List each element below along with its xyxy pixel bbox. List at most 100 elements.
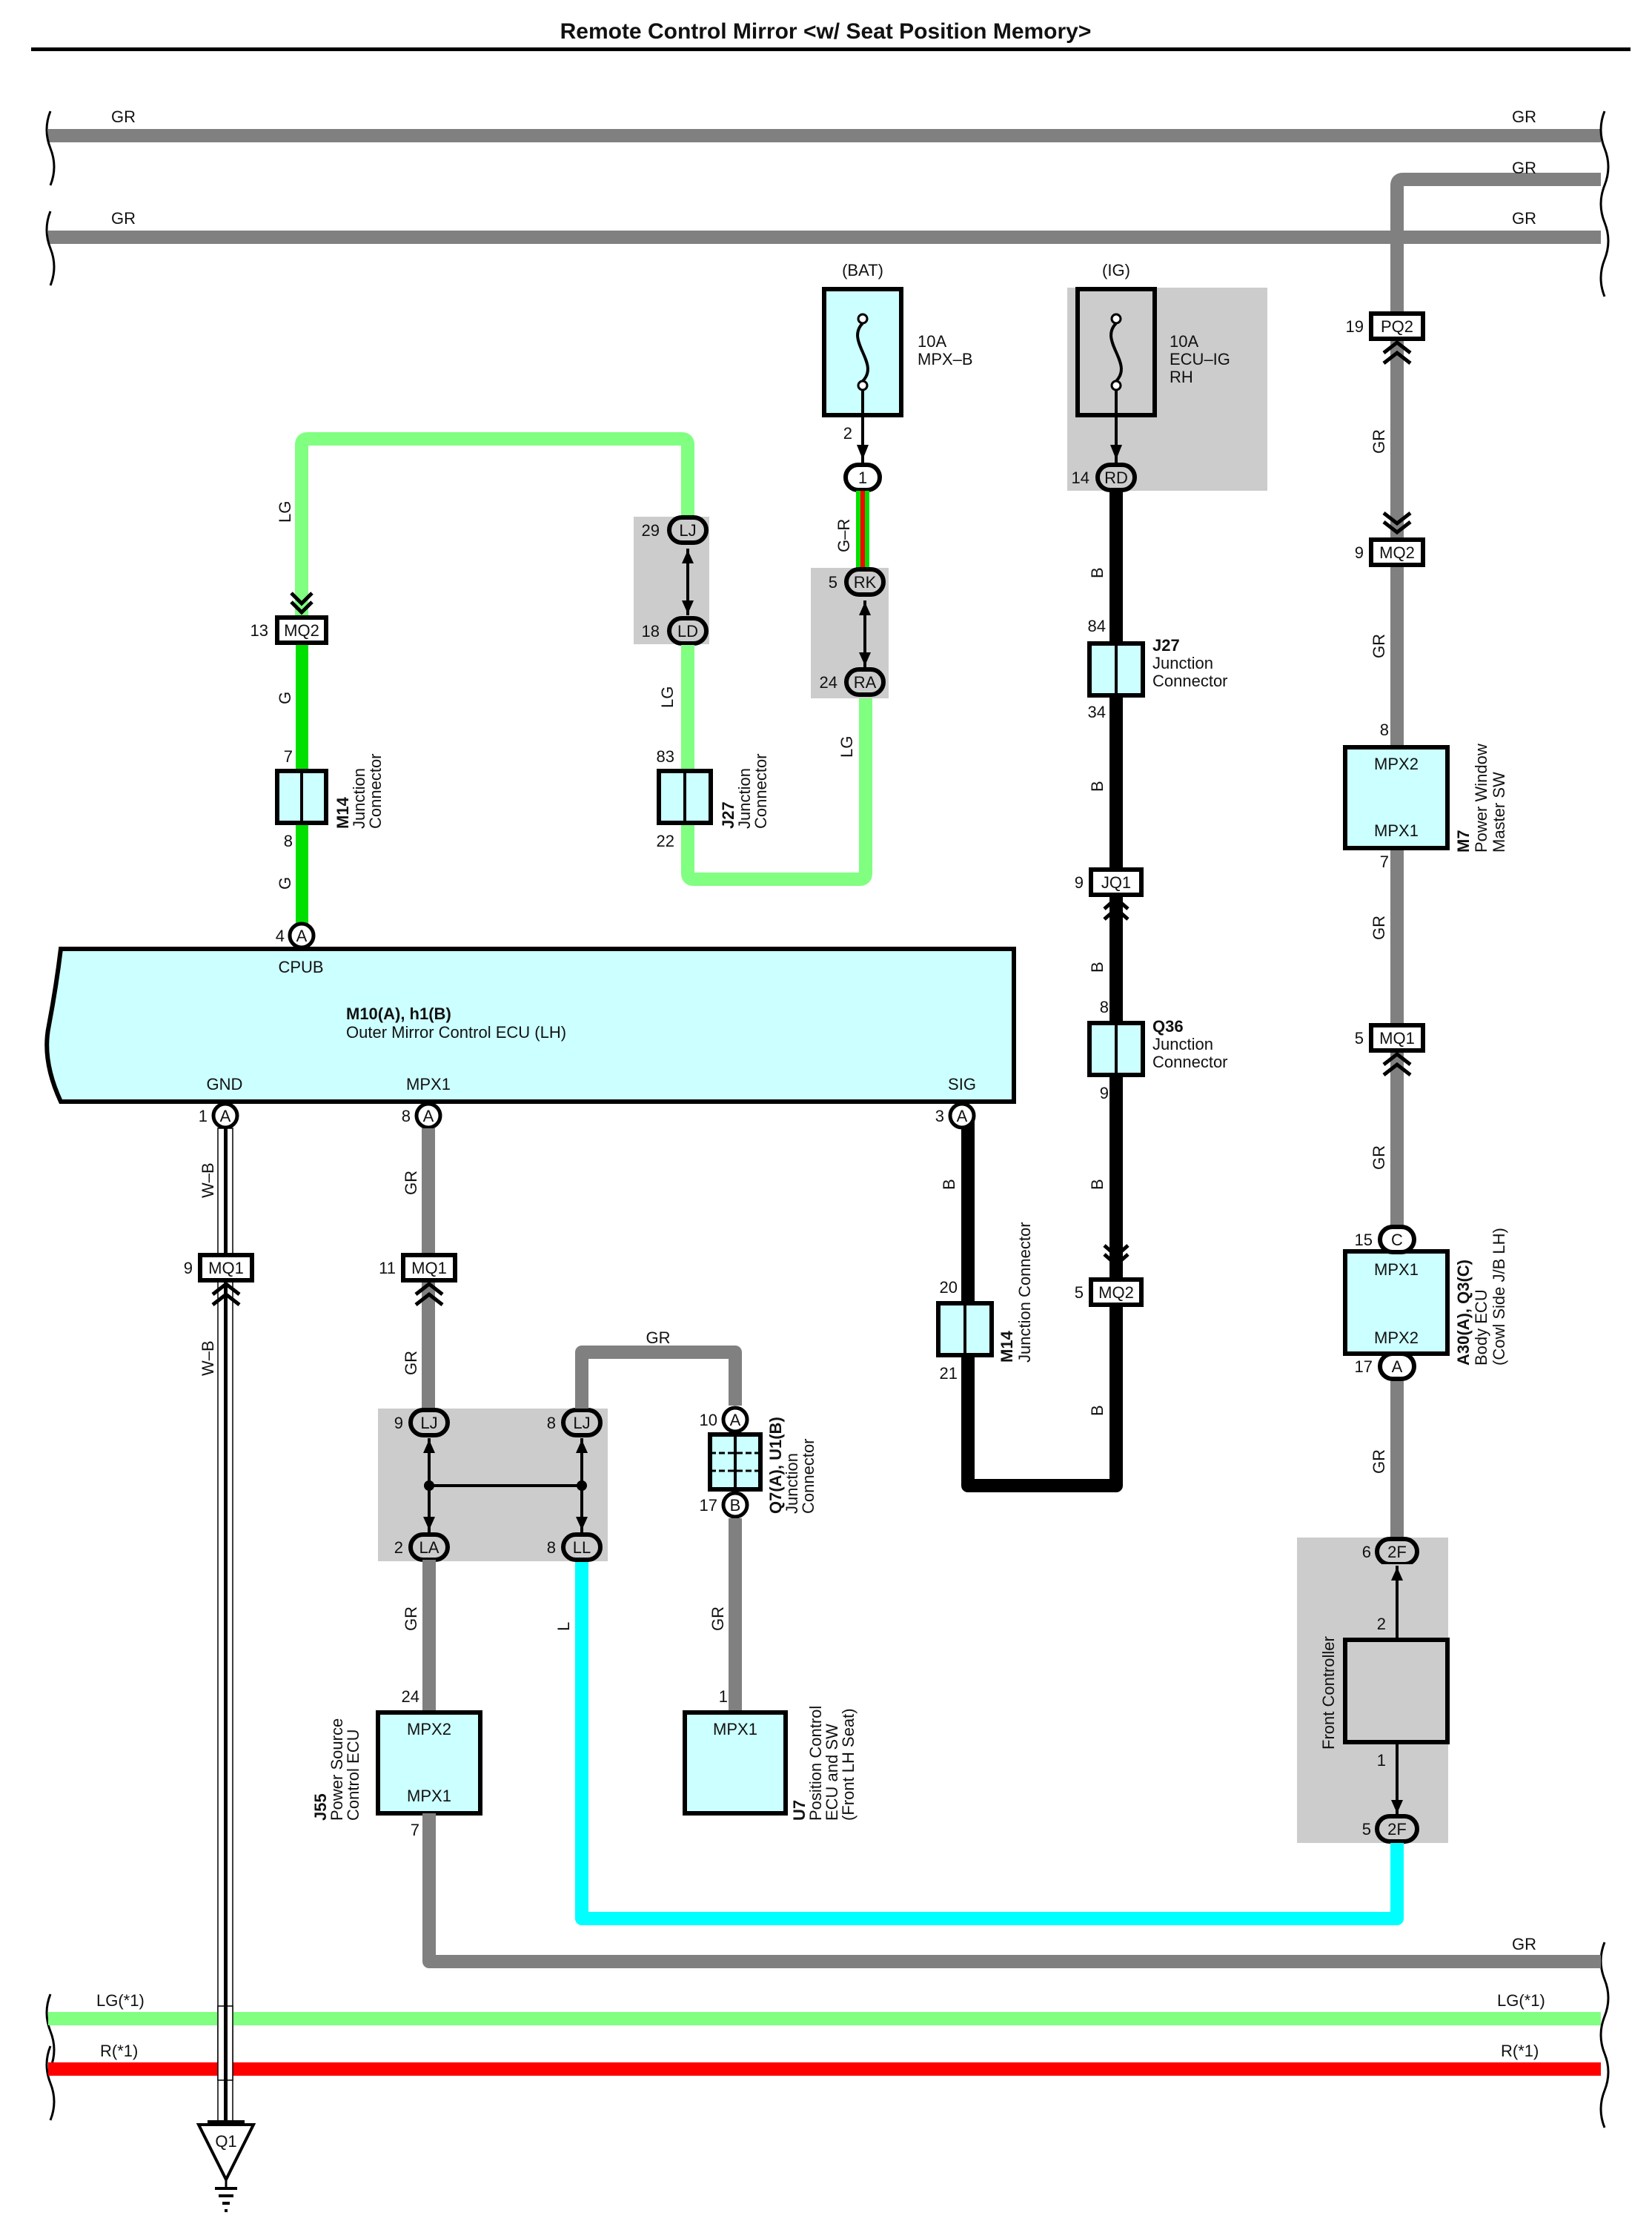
svg-text:Junction Connector: Junction Connector <box>1015 1222 1034 1363</box>
svg-text:9: 9 <box>184 1259 193 1277</box>
wire-label-lg-3: LG <box>837 736 856 758</box>
svg-text:Junction: Junction <box>1152 654 1213 672</box>
wire-label-b-4: B <box>1088 1179 1107 1190</box>
wire-label-b-2: B <box>1088 781 1107 792</box>
svg-text:4: 4 <box>276 927 285 945</box>
svg-text:5: 5 <box>1075 1283 1084 1302</box>
svg-text:J27: J27 <box>1152 636 1180 655</box>
svg-text:M10(A), h1(B): M10(A), h1(B) <box>346 1005 451 1023</box>
connector-pq2-19: PQ2 19 <box>1346 311 1425 365</box>
component-u7: MPX1 1 U7 Position Control ECU and SW (F… <box>683 1687 857 1821</box>
connector-mq2-13: MQ2 13 <box>251 592 328 645</box>
svg-text:A: A <box>296 927 308 945</box>
wire-lg-top-loop <box>295 432 694 630</box>
bus-lg-left-label: LG(*1) <box>96 1991 145 2010</box>
svg-text:M14: M14 <box>334 796 352 829</box>
svg-text:10A: 10A <box>918 332 946 351</box>
wire-label-gr-top: GR <box>646 1328 671 1347</box>
svg-text:LD: LD <box>677 622 698 641</box>
svg-text:RH: RH <box>1170 368 1193 386</box>
wire-label-gr-m1: GR <box>402 1171 420 1195</box>
connector-mq2-5: MQ2 5 <box>1075 1244 1144 1307</box>
ecu-pin-sig: A 3 <box>935 1102 976 1130</box>
bus-top-1: GR GR <box>48 107 1601 142</box>
svg-text:17: 17 <box>1355 1357 1373 1376</box>
svg-text:1: 1 <box>858 469 867 487</box>
wire-gr-right <box>1390 297 1404 1883</box>
bus-top-2-right-label: GR <box>1512 159 1536 177</box>
fuse-bat-source: (BAT) <box>842 261 883 279</box>
svg-text:GND: GND <box>207 1075 243 1093</box>
wire-label-g-1: G <box>276 692 294 704</box>
connector-rk-5: RK 5 <box>829 567 886 597</box>
svg-text:Control ECU: Control ECU <box>344 1730 362 1821</box>
svg-text:A: A <box>1392 1357 1403 1376</box>
svg-text:Position Control: Position Control <box>806 1706 825 1821</box>
svg-text:8: 8 <box>1380 721 1389 739</box>
wire-b-main <box>961 491 1123 1492</box>
connector-1: 1 <box>843 463 882 492</box>
svg-text:9: 9 <box>394 1414 403 1432</box>
svg-text:CPUB: CPUB <box>278 958 323 976</box>
wire-label-b-6: B <box>940 1179 958 1190</box>
svg-text:Connector: Connector <box>1152 1053 1228 1071</box>
bus-r-left-label: R(*1) <box>100 2042 138 2060</box>
svg-text:(Cowl Side J/B LH): (Cowl Side J/B LH) <box>1490 1228 1508 1366</box>
wire-label-l: L <box>554 1622 573 1631</box>
svg-text:8: 8 <box>402 1107 411 1125</box>
bus-r-right-label: R(*1) <box>1501 2042 1539 2060</box>
wire-gr-la-j55 <box>422 1560 436 1712</box>
svg-text:MPX2: MPX2 <box>407 1720 451 1738</box>
svg-text:8: 8 <box>284 832 293 850</box>
svg-text:Connector: Connector <box>799 1438 817 1514</box>
svg-text:SIG: SIG <box>948 1075 976 1093</box>
svg-text:M7: M7 <box>1454 830 1473 853</box>
wire-label-lg-1: LG <box>276 501 294 523</box>
component-m7: MPX2 MPX1 8 7 M7 Power Window Master SW <box>1343 721 1508 871</box>
wire-lg-j27-loop <box>681 645 872 886</box>
bus-top-3-left-label: GR <box>111 209 136 228</box>
svg-text:RD: RD <box>1104 469 1128 487</box>
svg-text:M14: M14 <box>998 1330 1016 1363</box>
svg-text:U7: U7 <box>790 1800 809 1821</box>
svg-text:MQ1: MQ1 <box>208 1259 244 1277</box>
svg-text:1: 1 <box>199 1107 208 1125</box>
svg-text:MQ2: MQ2 <box>1098 1283 1134 1302</box>
ground-q1: Q1 <box>196 2120 256 2212</box>
fuse-ig-source: (IG) <box>1102 261 1130 279</box>
wire-label-gr-r4: GR <box>1370 1145 1388 1170</box>
svg-text:17: 17 <box>700 1496 717 1515</box>
svg-text:7: 7 <box>411 1821 419 1839</box>
svg-text:7: 7 <box>284 747 293 766</box>
connector-rd-14: RD 14 <box>1072 463 1137 492</box>
svg-text:ECU and SW: ECU and SW <box>823 1724 841 1821</box>
junction-j27-right: 84 34 J27 Junction Connector <box>1087 617 1228 721</box>
svg-text:7: 7 <box>1380 853 1389 871</box>
svg-text:2F: 2F <box>1387 1820 1407 1839</box>
svg-text:24: 24 <box>402 1687 419 1706</box>
wire-label-gr-m2: GR <box>402 1351 420 1375</box>
page-title: Remote Control Mirror <w/ Seat Position … <box>560 19 1092 44</box>
wire-label-lg-2: LG <box>658 686 677 708</box>
wire-l <box>575 1560 1404 1925</box>
bus-top-3-right-label: GR <box>1512 209 1536 228</box>
svg-text:84: 84 <box>1088 617 1106 635</box>
svg-text:Body ECU: Body ECU <box>1472 1289 1490 1366</box>
component-front-controller: 2 1 Front Controller <box>1319 1615 1450 1770</box>
svg-text:A: A <box>730 1411 741 1429</box>
svg-text:8: 8 <box>1100 998 1109 1016</box>
svg-text:20: 20 <box>940 1278 958 1297</box>
wire-label-b-1: B <box>1088 567 1107 578</box>
wire-label-gr-r2: GR <box>1370 634 1388 658</box>
connector-lj-8: LJ 8 <box>547 1408 603 1437</box>
svg-text:PQ2: PQ2 <box>1381 317 1413 336</box>
bus-top-1-right-label: GR <box>1512 107 1536 126</box>
svg-text:Power Source: Power Source <box>328 1718 346 1821</box>
svg-text:Master SW: Master SW <box>1490 772 1508 853</box>
junction-q7-u1: A 10 B 17 Q7(A), U1(B) Junction Connecto… <box>700 1406 817 1519</box>
component-j55: MPX2 MPX1 24 7 J55 Power Source Control … <box>311 1687 482 1839</box>
svg-text:8: 8 <box>547 1538 556 1557</box>
svg-text:RK: RK <box>854 573 877 592</box>
connector-ll-8: LL 8 <box>547 1532 603 1562</box>
